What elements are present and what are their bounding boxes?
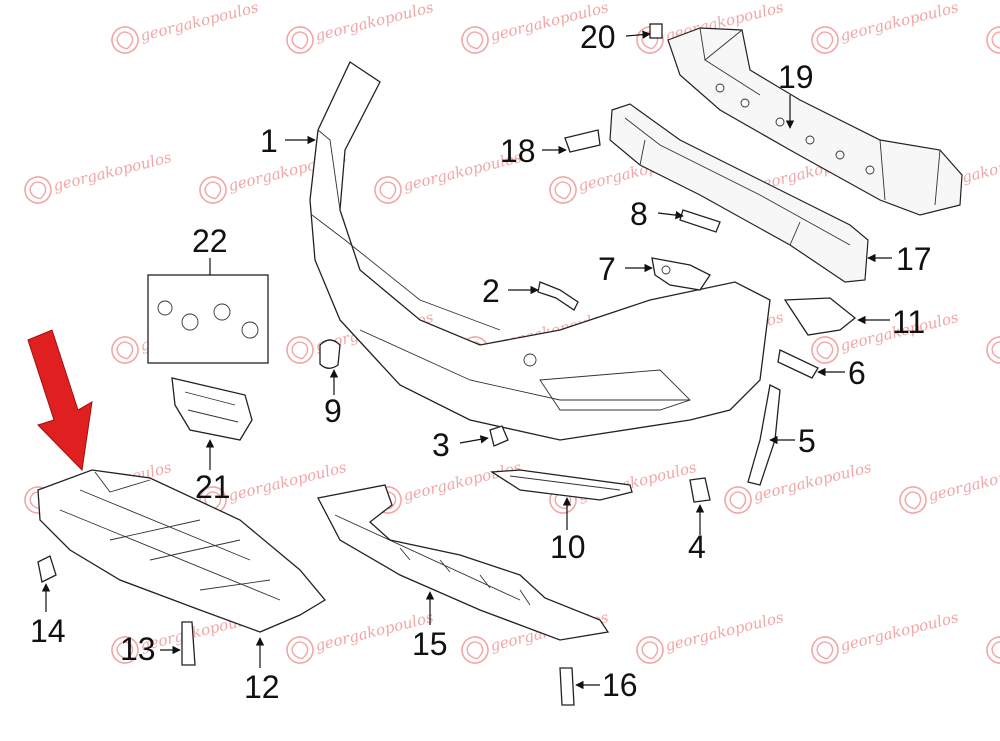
callout-20: 20 <box>580 19 616 55</box>
svg-text:georgakopoulos: georgakopoulos <box>838 608 960 655</box>
callout-4: 4 <box>688 529 706 565</box>
watermark: georgakopoulos <box>896 458 1000 517</box>
part-21-license-bracket <box>171 377 253 441</box>
callout-9: 9 <box>324 393 342 429</box>
part-17-energy-absorber <box>609 103 869 283</box>
svg-text:georgakopoulos: georgakopoulos <box>838 0 960 45</box>
part-12-engine-undercover <box>37 469 326 633</box>
callout-8: 8 <box>630 196 648 232</box>
part-5-side-bracket <box>747 384 781 486</box>
callout-1: 1 <box>260 123 278 159</box>
part-1-bumper-cover <box>309 61 771 441</box>
part-8-bolt <box>679 209 721 233</box>
watermark: georgakopoulos <box>371 458 524 517</box>
callout-19: 19 <box>778 59 814 95</box>
part-2-bolt <box>537 281 579 311</box>
watermark: georgakopoulos <box>983 333 1000 367</box>
callout-10: 10 <box>550 529 586 565</box>
part-19-reinforcement-beam <box>667 27 963 216</box>
callout-11: 11 <box>892 304 925 340</box>
watermark: georgakopoulos <box>808 608 961 667</box>
part-10-lower-grille <box>490 469 633 501</box>
part-11-bracket <box>783 297 857 336</box>
part-15-lower-absorber <box>317 484 610 641</box>
callout-5: 5 <box>798 423 816 459</box>
svg-text:georgakopoulos: georgakopoulos <box>926 458 1000 505</box>
part-22-hardware-kit <box>147 274 269 364</box>
highlight-arrow <box>27 329 93 472</box>
callout-6: 6 <box>848 355 866 391</box>
part-18-clip <box>564 129 601 153</box>
callout-14: 14 <box>30 613 66 649</box>
part-6-bolt <box>777 349 819 379</box>
part-13-bolt <box>181 621 196 666</box>
part-9-grommet <box>319 339 341 369</box>
watermark: georgakopoulos <box>108 0 261 57</box>
callout-13: 13 <box>120 631 156 667</box>
svg-text:georgakopoulos: georgakopoulos <box>401 458 523 505</box>
watermark: georgakopoulos <box>21 148 174 207</box>
leader-lines <box>41 30 892 690</box>
callout-18: 18 <box>500 133 536 169</box>
part-16-bolt <box>559 667 575 706</box>
svg-text:georgakopoulos: georgakopoulos <box>663 608 785 655</box>
callout-2: 2 <box>482 273 500 309</box>
svg-text:georgakopoulos: georgakopoulos <box>51 148 173 195</box>
svg-text:georgakopoulos: georgakopoulos <box>138 0 260 45</box>
callout-15: 15 <box>412 626 448 662</box>
watermark: georgakopoulos <box>983 633 1000 667</box>
callout-22: 22 <box>192 223 228 259</box>
callout-7: 7 <box>598 251 616 287</box>
callout-3: 3 <box>432 427 450 463</box>
watermark: georgakopoulos <box>283 0 436 57</box>
part-3-clip <box>489 425 509 447</box>
callout-16: 16 <box>602 667 638 703</box>
part-14-clip <box>37 555 57 583</box>
callout-21: 21 <box>195 469 231 505</box>
callout-17: 17 <box>896 241 932 277</box>
watermark: georgakopoulos <box>983 23 1000 57</box>
callout-labels: 1 2 3 4 5 6 7 8 9 10 11 12 13 14 15 16 1… <box>30 19 932 705</box>
watermark: georgakopoulos <box>808 0 961 57</box>
part-20-bolt-head <box>649 23 663 39</box>
watermark: georgakopoulos <box>633 608 786 667</box>
svg-text:georgakopoulos: georgakopoulos <box>751 458 873 505</box>
part-4-nut <box>689 477 711 503</box>
fasteners <box>37 23 819 706</box>
watermark: georgakopoulos <box>721 458 874 517</box>
svg-text:georgakopoulos: georgakopoulos <box>313 0 435 45</box>
callout-12: 12 <box>244 669 280 705</box>
part-7-retainer-clip <box>651 257 711 291</box>
